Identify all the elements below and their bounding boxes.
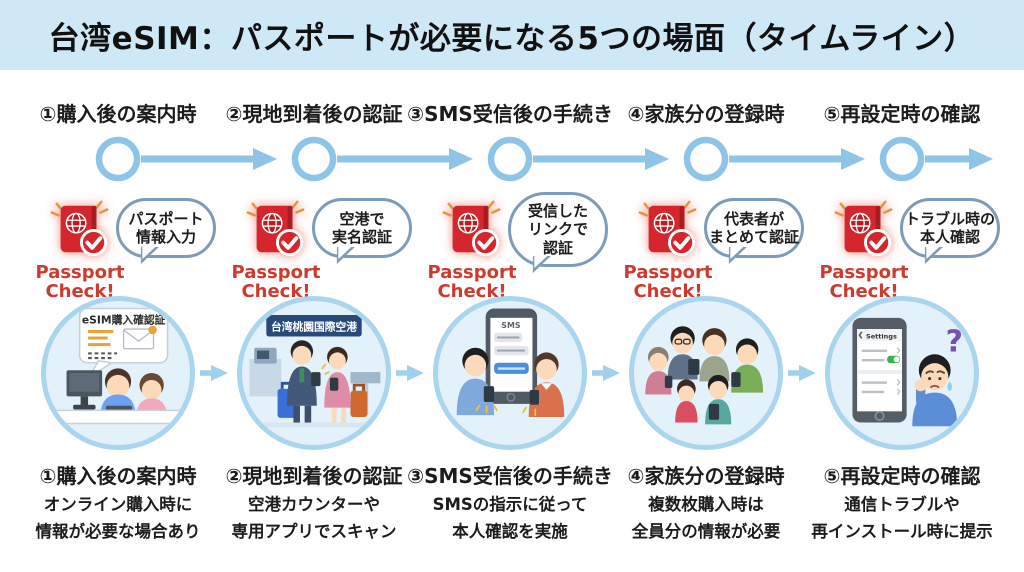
step-1-bottom-label: ①購入後の案内時	[39, 464, 197, 488]
step-2-timeline-label: ②現地到着後の認証	[225, 102, 403, 126]
passport-icon	[246, 200, 305, 257]
passport-check-badge: Passport Check!	[424, 197, 520, 302]
illustration-couple-buying-esim-online: eSIM購入確認証	[52, 307, 184, 425]
step-1-illustration-circle: eSIM購入確認証	[41, 296, 195, 450]
step-2-speech-bubble: 空港で 実名認証	[312, 198, 412, 258]
sms-screen-caption: SMS	[501, 321, 521, 330]
step-5-bottom-label: ⑤再設定時の確認	[823, 464, 981, 488]
illustration-couple-checking-sms: SMS	[456, 308, 565, 417]
illustration-travelers-at-airport: 台湾桃園国際空港	[242, 315, 386, 428]
bubble-line: パスポート	[128, 209, 204, 228]
passport-icon	[442, 200, 501, 257]
step-5-timeline-label: ⑤再設定時の確認	[823, 102, 981, 126]
passport-label-line2: Check!	[829, 281, 899, 303]
step-3-speech-bubble: 受信した リンクで 認証	[508, 192, 608, 267]
timeline	[95, 136, 993, 182]
airport-sign-caption: 台湾桃園国際空港	[271, 320, 357, 333]
step-4-bottom-label: ④家族分の登録時	[627, 464, 785, 488]
passport-label-line1: Passport	[35, 262, 125, 283]
step-5-column: ⑤再設定時の確認 Passport Check! トラブル時の 本人確認	[804, 0, 1000, 572]
passport-label-line1: Passport	[427, 262, 517, 283]
question-mark: ?	[946, 324, 963, 359]
step-1-timeline-label: ①購入後の案内時	[39, 102, 197, 126]
page-title: 台湾eSIM：パスポートが必要になる5つの場面（タイムライン）	[48, 20, 976, 57]
passport-check-badge: Passport Check!	[620, 197, 716, 302]
timeline-node	[879, 136, 925, 182]
description-line: 専用アプリでスキャン	[231, 521, 397, 541]
bubble-line: 実名認証	[331, 228, 392, 246]
passport-label-line2: Check!	[241, 281, 311, 303]
step-3-timeline-label: ③SMS受信後の手続き	[407, 102, 613, 126]
step-4-speech-bubble: 代表者が まとめて認証	[704, 198, 804, 258]
passport-label-line2: Check!	[437, 281, 507, 303]
step-3-description: SMSの指示に従って 本人確認を実施	[400, 492, 620, 545]
step-4-description: 複数枚購入時は 全員分の情報が必要	[596, 492, 816, 545]
timeline-node	[95, 136, 141, 182]
passport-icon	[50, 200, 109, 257]
description-line: オンライン購入時に	[43, 495, 193, 514]
bubble-line: 本人確認	[919, 228, 980, 246]
description-line: 本人確認を実施	[452, 521, 568, 541]
bubble-line: トラブル時の	[905, 209, 996, 228]
passport-icon	[834, 200, 893, 257]
passport-label-line2: Check!	[45, 281, 115, 303]
description-line: 全員分の情報が必要	[631, 521, 781, 541]
passport-label-line1: Passport	[231, 262, 321, 283]
passport-check-badge: Passport Check!	[816, 197, 912, 302]
step-2-column: ②現地到着後の認証 Passport Check! 空港で 実名認証	[216, 0, 412, 572]
bubble-line: 情報入力	[135, 228, 196, 246]
passport-label-line1: Passport	[623, 262, 713, 283]
step-3-illustration-circle: SMS	[433, 296, 587, 450]
step-4-illustration-circle	[629, 296, 783, 450]
passport-check-badge: Passport Check!	[32, 197, 128, 302]
passport-label-line2: Check!	[633, 281, 703, 303]
bubble-line: まとめて認証	[709, 228, 800, 246]
step-4-column: ④家族分の登録時 Passport Check! 代表者が まとめて認証	[608, 0, 804, 572]
esim-confirmation-caption: eSIM購入確認証	[82, 313, 166, 326]
description-line: 複数枚購入時は	[648, 495, 764, 514]
bubble-line: 空港で	[339, 209, 385, 228]
step-2-bottom-label: ②現地到着後の認証	[225, 464, 403, 488]
illustration-family-with-phones	[645, 326, 764, 425]
description-line: SMSの指示に従って	[432, 495, 588, 514]
settings-screen-caption: Settings	[866, 332, 897, 340]
step-5-illustration-circle: Settings ?	[825, 296, 979, 450]
title-bar: 台湾eSIM：パスポートが必要になる5つの場面（タイムライン）	[0, 0, 1024, 70]
timeline-node	[291, 136, 337, 182]
step-3-bottom-label: ③SMS受信後の手続き	[407, 464, 613, 488]
step-1-column: ①購入後の案内時 Passport Check! パスポート 情報入力	[20, 0, 216, 572]
illustration-troubled-man-settings: Settings ?	[852, 317, 963, 427]
passport-icon	[638, 200, 697, 257]
bubble-line: リンクで	[527, 220, 588, 239]
illustration-connector-arrows	[200, 365, 816, 381]
step-5-speech-bubble: トラブル時の 本人確認	[900, 198, 1000, 258]
timeline-node	[683, 136, 729, 182]
bubble-line: 代表者が	[723, 209, 784, 228]
description-line: 空港カウンターや	[248, 495, 380, 514]
step-2-illustration-circle: 台湾桃園国際空港	[237, 296, 391, 450]
bubble-line: 認証	[542, 238, 573, 257]
step-5-description: 通信トラブルや 再インストール時に提示	[792, 492, 1012, 545]
step-1-description: オンライン購入時に 情報が必要な場合あり	[8, 492, 228, 545]
step-3-column: ③SMS受信後の手続き Passport Check! 受信した リンクで 認証	[407, 0, 613, 572]
passport-label-line1: Passport	[819, 262, 909, 283]
step-2-description: 空港カウンターや 専用アプリでスキャン	[204, 492, 424, 545]
description-line: 情報が必要な場合あり	[35, 521, 201, 541]
description-line: 再インストール時に提示	[811, 521, 993, 541]
description-line: 通信トラブルや	[844, 495, 960, 514]
bubble-line: 受信した	[527, 202, 588, 220]
step-1-speech-bubble: パスポート 情報入力	[116, 198, 216, 258]
passport-check-badge: Passport Check!	[228, 197, 324, 302]
timeline-node	[487, 136, 533, 182]
step-4-timeline-label: ④家族分の登録時	[627, 102, 785, 126]
